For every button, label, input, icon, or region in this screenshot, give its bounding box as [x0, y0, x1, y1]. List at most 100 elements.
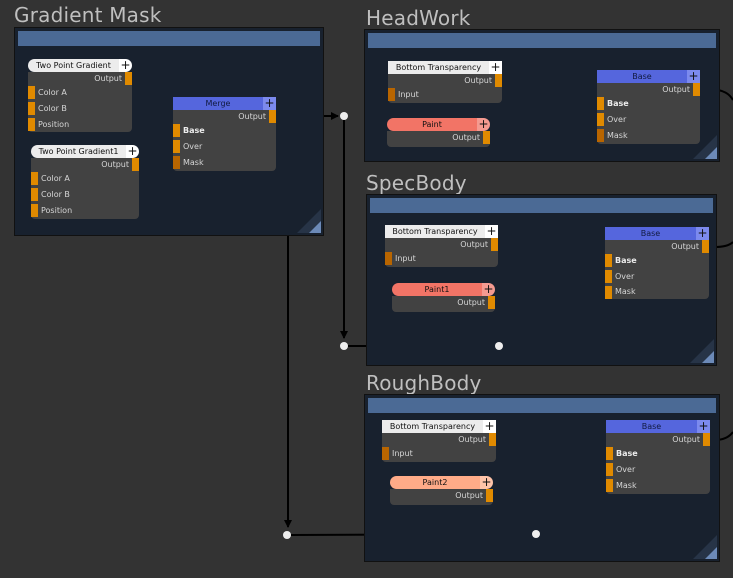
output-port[interactable] [495, 74, 502, 87]
add-icon[interactable]: + [489, 60, 502, 74]
reroute-dot[interactable] [340, 342, 348, 350]
reroute-dot[interactable] [532, 530, 540, 538]
output-port[interactable] [489, 433, 496, 446]
node-title[interactable]: Bottom Transparency [385, 225, 485, 238]
resize-grip-icon[interactable] [702, 351, 714, 363]
input-port[interactable] [31, 204, 38, 217]
output-port[interactable] [693, 83, 700, 96]
node-base[interactable]: Base+ Output Base Over Mask [605, 227, 709, 299]
output-port[interactable] [491, 238, 498, 251]
output-port[interactable] [483, 131, 490, 144]
input-port[interactable] [597, 113, 604, 126]
node-title[interactable]: Paint [387, 118, 477, 131]
node-title[interactable]: Paint1 [392, 283, 482, 296]
add-icon[interactable]: + [480, 475, 493, 489]
input-label: Color A [38, 88, 67, 97]
input-port[interactable] [605, 286, 612, 299]
input-port[interactable] [606, 447, 613, 460]
input-label: Mask [183, 158, 204, 167]
input-port[interactable] [382, 447, 389, 460]
input-port[interactable] [173, 140, 180, 153]
node-title[interactable]: Base [606, 420, 697, 433]
add-icon[interactable]: + [697, 419, 710, 433]
input-label: Over [607, 115, 627, 124]
add-icon[interactable]: + [119, 58, 132, 72]
resize-grip-icon[interactable] [309, 221, 321, 233]
input-port[interactable] [605, 270, 612, 283]
node-bottom-transparency[interactable]: Bottom Transparency+ Output Input [388, 61, 502, 103]
input-port[interactable] [606, 479, 613, 492]
output-port[interactable] [488, 296, 495, 309]
input-port[interactable] [388, 88, 395, 101]
node-paint1[interactable]: Paint1+ Output [392, 283, 495, 312]
reroute-dot[interactable] [495, 342, 503, 350]
input-label: Over [183, 142, 203, 151]
node-title[interactable]: Two Point Gradient [28, 59, 119, 72]
output-label: Output [460, 240, 488, 249]
node-two-point-gradient[interactable]: Two Point Gradient+ Output Color A Color… [28, 59, 132, 132]
input-label: Over [615, 272, 635, 281]
node-paint[interactable]: Paint+ Output [387, 118, 490, 147]
add-icon[interactable]: + [477, 117, 490, 131]
input-port[interactable] [28, 118, 35, 131]
node-two-point-gradient1[interactable]: Two Point Gradient1+ Output Color A Colo… [31, 145, 139, 219]
input-port[interactable] [597, 129, 604, 142]
frame-title-roughbody: RoughBody [366, 371, 482, 395]
add-icon[interactable]: + [482, 282, 495, 296]
node-title[interactable]: Base [605, 227, 696, 240]
input-label: Position [41, 206, 73, 215]
input-port[interactable] [606, 463, 613, 476]
add-icon[interactable]: + [485, 224, 498, 238]
input-port[interactable] [31, 172, 38, 185]
input-port[interactable] [28, 102, 35, 115]
node-merge[interactable]: Merge+ Output Base Over Mask [173, 97, 276, 171]
input-port[interactable] [173, 124, 180, 137]
node-title[interactable]: Two Point Gradient1 [31, 145, 126, 158]
input-label: Mask [615, 287, 636, 296]
output-port[interactable] [702, 240, 709, 253]
output-label: Output [101, 160, 129, 169]
output-port[interactable] [269, 110, 276, 123]
node-title[interactable]: Bottom Transparency [382, 420, 483, 433]
frame-header-bar[interactable] [18, 31, 320, 46]
output-label: Output [94, 74, 122, 83]
node-base[interactable]: Base+ Output Base Over Mask [597, 70, 700, 144]
add-icon[interactable]: + [263, 96, 276, 110]
node-base[interactable]: Base+ Output Base Over Mask [606, 420, 710, 494]
resize-grip-icon[interactable] [705, 547, 717, 559]
node-title[interactable]: Base [597, 70, 687, 83]
input-label: Base [615, 256, 637, 265]
add-icon[interactable]: + [483, 419, 496, 433]
output-port[interactable] [703, 433, 710, 446]
input-port[interactable] [28, 86, 35, 99]
frame-header-bar[interactable] [370, 198, 713, 213]
input-label: Base [183, 126, 205, 135]
frame-header-bar[interactable] [368, 33, 716, 48]
node-title[interactable]: Merge [173, 97, 263, 110]
input-port[interactable] [597, 97, 604, 110]
reroute-dot[interactable] [283, 531, 291, 539]
add-icon[interactable]: + [687, 69, 700, 83]
input-port[interactable] [385, 252, 392, 265]
node-bottom-transparency[interactable]: Bottom Transparency+ Output Input [382, 420, 496, 462]
output-label: Output [662, 85, 690, 94]
input-label: Color B [41, 190, 70, 199]
add-icon[interactable]: + [126, 144, 139, 158]
reroute-dot[interactable] [340, 112, 348, 120]
resize-grip-icon[interactable] [705, 147, 717, 159]
input-port[interactable] [605, 254, 612, 267]
input-port[interactable] [173, 156, 180, 169]
node-title[interactable]: Bottom Transparency [388, 61, 489, 74]
input-label: Base [607, 99, 629, 108]
output-port[interactable] [125, 72, 132, 85]
node-bottom-transparency[interactable]: Bottom Transparency+ Output Input [385, 225, 498, 267]
add-icon[interactable]: + [696, 226, 709, 240]
frame-header-bar[interactable] [368, 398, 716, 413]
output-port[interactable] [486, 489, 493, 502]
node-paint2[interactable]: Paint2+ Output [390, 476, 493, 505]
input-port[interactable] [31, 188, 38, 201]
node-title[interactable]: Paint2 [390, 476, 480, 489]
output-port[interactable] [132, 158, 139, 171]
wire-spec-base-out[interactable] [714, 241, 733, 248]
output-label: Output [671, 242, 699, 251]
